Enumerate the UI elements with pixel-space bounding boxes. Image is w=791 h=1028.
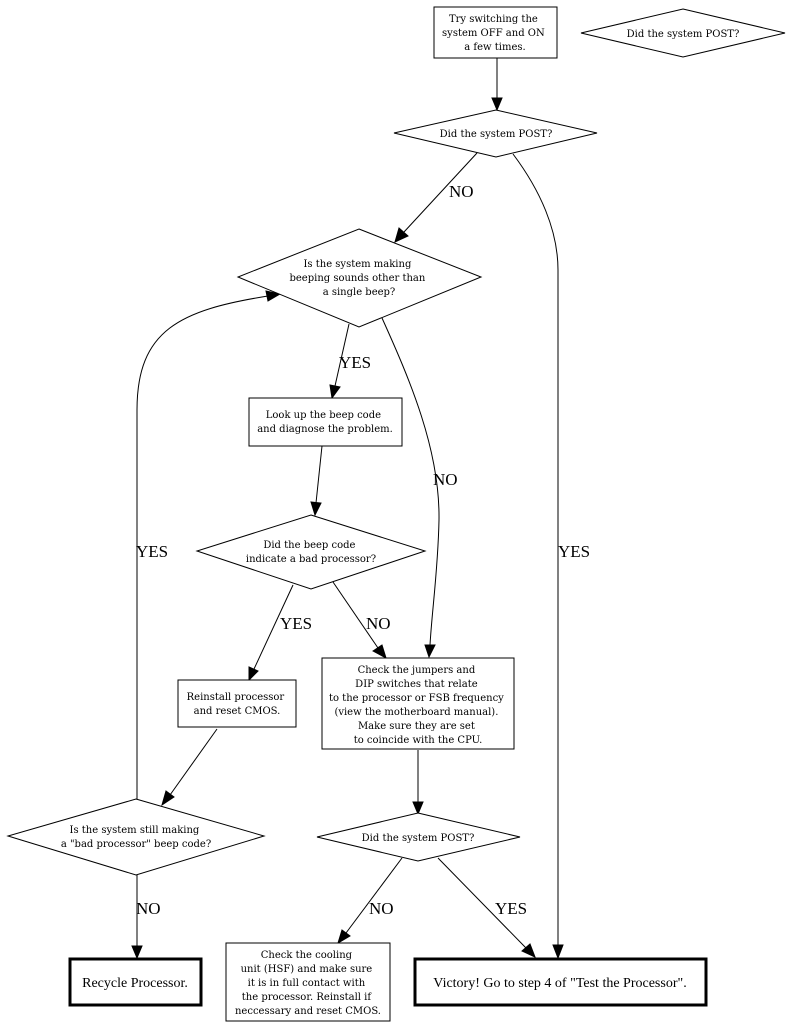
edge-badproc-to-jumpers: NO bbox=[332, 581, 391, 660]
svg-text:Reinstall processor an: Reinstall processor and reset CMOS. bbox=[187, 692, 288, 717]
edge-reinstall-to-still bbox=[161, 728, 218, 807]
node-start: Try switching the system OFF and ON a fe… bbox=[433, 6, 558, 59]
node-post2: Did the system POST? bbox=[316, 812, 521, 862]
node-legend-post: Did the system POST? bbox=[580, 8, 786, 58]
node-cooling: Check the cooling unit (HSF) and make su… bbox=[225, 942, 391, 1022]
svg-text:Is the system making b: Is the system making beeping sounds othe… bbox=[289, 259, 428, 298]
edge-badproc-to-reinstall: YES bbox=[248, 584, 312, 682]
edge-label-yes: YES bbox=[136, 542, 168, 561]
edge-jumpers-to-post2 bbox=[412, 750, 424, 816]
edge-start-to-post1 bbox=[491, 58, 503, 112]
edge-label-yes: YES bbox=[339, 353, 371, 372]
edge-still-to-beeping: YES bbox=[136, 290, 282, 799]
edge-label-yes: YES bbox=[495, 899, 527, 918]
edge-post2-to-victory: YES bbox=[437, 857, 536, 958]
edge-label-no: NO bbox=[369, 899, 394, 918]
svg-text:Did the system POST?: Did the system POST? bbox=[440, 129, 553, 140]
node-recycle: Recycle Processor. bbox=[68, 957, 203, 1007]
node-reinstall: Reinstall processor and reset CMOS. bbox=[177, 679, 297, 728]
svg-text:Look up the beep code: Look up the beep code and diagnose the p… bbox=[257, 410, 393, 435]
node-post1: Did the system POST? bbox=[393, 109, 598, 158]
edge-beeping-to-jumpers: NO bbox=[381, 317, 458, 659]
node-lookup: Look up the beep code and diagnose the p… bbox=[248, 397, 403, 447]
edge-beeping-to-lookup: YES bbox=[329, 323, 371, 400]
edge-label-no: NO bbox=[433, 470, 458, 489]
edge-label-no: NO bbox=[136, 899, 161, 918]
svg-text:Victory! Go to step 4 of "Test: Victory! Go to step 4 of "Test the Proce… bbox=[433, 976, 686, 991]
edge-label-no: NO bbox=[366, 614, 391, 633]
node-badproc: Did the beep code indicate a bad process… bbox=[195, 514, 427, 590]
edge-still-to-recycle: NO bbox=[131, 875, 161, 960]
node-victory: Victory! Go to step 4 of "Test the Proce… bbox=[413, 957, 708, 1007]
node-still: Is the system still making a "bad proces… bbox=[6, 798, 266, 876]
edge-lookup-to-badproc bbox=[310, 445, 323, 517]
svg-text:Did the beep code indi: Did the beep code indicate a bad process… bbox=[246, 540, 376, 565]
svg-text:Is the system still making: Is the system still making a "bad proces… bbox=[61, 825, 211, 850]
edge-label-no: NO bbox=[449, 182, 474, 201]
edge-post1-to-beeping: NO bbox=[394, 152, 478, 243]
svg-text:Did the system POST?: Did the system POST? bbox=[627, 29, 740, 40]
edge-label-yes: YES bbox=[558, 542, 590, 561]
node-beeping: Is the system making beeping sounds othe… bbox=[236, 228, 483, 328]
svg-text:Check the jumpers and: Check the jumpers and DIP switches that … bbox=[329, 665, 507, 746]
svg-text:Try switching the syst: Try switching the system OFF and ON a fe… bbox=[442, 14, 548, 53]
svg-text:Did the system POST?: Did the system POST? bbox=[362, 833, 475, 844]
svg-text:Recycle Processor.: Recycle Processor. bbox=[82, 976, 188, 991]
svg-text:Check the cooling unit: Check the cooling unit (HSF) and make su… bbox=[235, 950, 381, 1017]
edge-post2-to-cooling: NO bbox=[337, 857, 403, 945]
edge-label-yes: YES bbox=[280, 614, 312, 633]
node-jumpers: Check the jumpers and DIP switches that … bbox=[321, 657, 515, 750]
edge-post1-to-victory: YES bbox=[512, 153, 590, 960]
